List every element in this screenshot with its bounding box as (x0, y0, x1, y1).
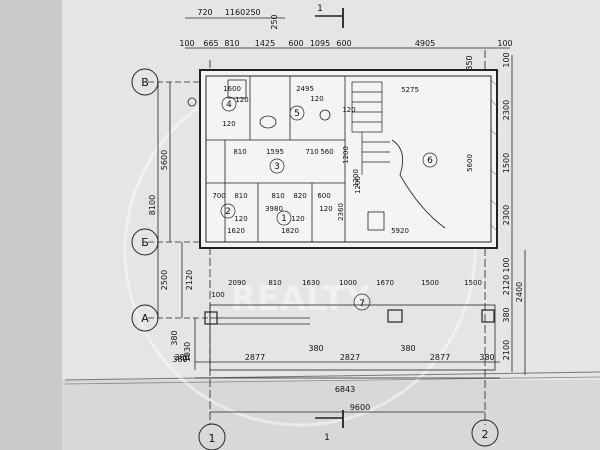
dim-right-7: 2120 (502, 275, 511, 295)
dim-top-r2-5: 600 (288, 39, 303, 48)
dim-top-r2-8: 4905 (415, 39, 435, 48)
axis-label-1: 1 (209, 432, 216, 445)
dim-int-18: 3980 (265, 205, 283, 213)
dim-int-17: 600 (317, 192, 330, 200)
dim-int-30: 1630 (302, 279, 320, 287)
dim-bottom-4: 2827 (340, 353, 360, 362)
dim-top-r2-7: 600 (336, 39, 351, 48)
dim-left-small-3: 380 (172, 355, 187, 364)
dim-right-2: 100 (502, 52, 511, 67)
dim-int-10: 710 (305, 148, 318, 156)
dim-int-13: 700 (212, 192, 225, 200)
dim-top-r2-1: 100 (179, 39, 194, 48)
watermark-text: REALTY (230, 279, 370, 319)
room-label-5: 5 (294, 109, 300, 119)
axis-label-2: 2 (482, 428, 489, 441)
dim-bottom-5: 380 (400, 344, 415, 353)
dim-top-r2-6: 1095 (310, 39, 330, 48)
dim-top-4: 250 (270, 14, 279, 29)
dim-bottom-1: 380 (174, 353, 189, 362)
dim-int-15: 810 (271, 192, 284, 200)
dim-left-upper: 5600 (160, 150, 169, 170)
dim-int-35: 100 (211, 291, 224, 299)
dim-int-9: 1595 (266, 148, 284, 156)
section-mark-top: 1 (317, 4, 323, 14)
dim-bottom-axis: 9600 (350, 403, 370, 412)
dim-int-19: 120 (234, 215, 247, 223)
dim-bottom-3: 380 (308, 344, 323, 353)
dim-int-25: 5920 (391, 227, 409, 235)
dim-int-33: 1500 (421, 279, 439, 287)
dim-int-7: 120 (342, 106, 355, 114)
room-label-6: 6 (427, 156, 433, 166)
room-label-1: 1 (281, 214, 287, 224)
dim-left-mid: 2120 (185, 270, 194, 290)
dim-bottom-7: 380 (479, 353, 494, 362)
dim-int-20: 120 (291, 215, 304, 223)
room-label-3: 3 (274, 162, 280, 172)
dim-right-1: 350 (465, 55, 474, 70)
dim-int-23: 1820 (281, 227, 299, 235)
dim-int-22: 1620 (227, 227, 245, 235)
dim-right-6: 100 (502, 257, 511, 272)
dim-bottom-total: 6843 (335, 385, 355, 394)
dim-int-14: 810 (234, 192, 247, 200)
room-label-4: 4 (226, 100, 232, 110)
dim-left-outer: 8100 (148, 195, 157, 215)
dim-top-1: 720 (197, 8, 212, 17)
dim-int-6: 120 (222, 120, 235, 128)
dim-int-16: 820 (293, 192, 306, 200)
room-label-2: 2 (225, 207, 231, 217)
dim-int-29: 810 (268, 279, 281, 287)
dim-int-26: 5600 (466, 154, 474, 172)
section-mark-bottom: 1 (324, 433, 330, 443)
dim-int-21: 120 (319, 205, 332, 213)
dim-int-1: 1600 (223, 85, 241, 93)
dim-left-small-2: 1030 (183, 342, 192, 362)
dim-left-lower: 2500 (160, 270, 169, 290)
dim-int-32: 1670 (376, 279, 394, 287)
dim-top-r2-2: 665 (203, 39, 218, 48)
dim-int-34: 1500 (464, 279, 482, 287)
dim-left-small-1: 380 (170, 330, 179, 345)
axis-label-b: Б (141, 236, 149, 249)
dim-int-28: 2090 (228, 279, 246, 287)
dim-right-8: 2400 (515, 282, 524, 302)
room-label-7: 7 (359, 299, 365, 309)
axis-label-a: А (141, 312, 149, 325)
dim-top-2: 1160 (225, 8, 245, 17)
dim-right-10: 2100 (502, 340, 511, 360)
dim-int-4: 5275 (401, 86, 419, 94)
dim-bottom-2: 2877 (245, 353, 265, 362)
dim-int-11: 560 (320, 148, 333, 156)
dim-int-8: 810 (233, 148, 246, 156)
dim-right-5: 2300 (502, 205, 511, 225)
dim-int-3: 2495 (296, 85, 314, 93)
dim-int-5: 120 (310, 95, 323, 103)
dim-right-4: 1500 (502, 153, 511, 173)
dim-top-r2-4: 1425 (255, 39, 275, 48)
dim-top-r2-9: 100 (497, 39, 512, 48)
axis-label-v: В (141, 76, 149, 89)
dim-int-31: 1000 (339, 279, 357, 287)
dim-int-36: 1200 (352, 169, 360, 187)
dim-top-3: 250 (245, 8, 260, 17)
dim-int-24: 2360 (337, 203, 345, 221)
dim-right-3: 2300 (502, 100, 511, 120)
dim-bottom-6: 2877 (430, 353, 450, 362)
dim-top-r2-3: 810 (224, 39, 239, 48)
dim-int-27: 1200 (354, 176, 362, 194)
dim-right-9: 380 (502, 307, 511, 322)
dim-int-12: 1200 (342, 146, 350, 164)
dim-int-2: 120 (235, 96, 248, 104)
